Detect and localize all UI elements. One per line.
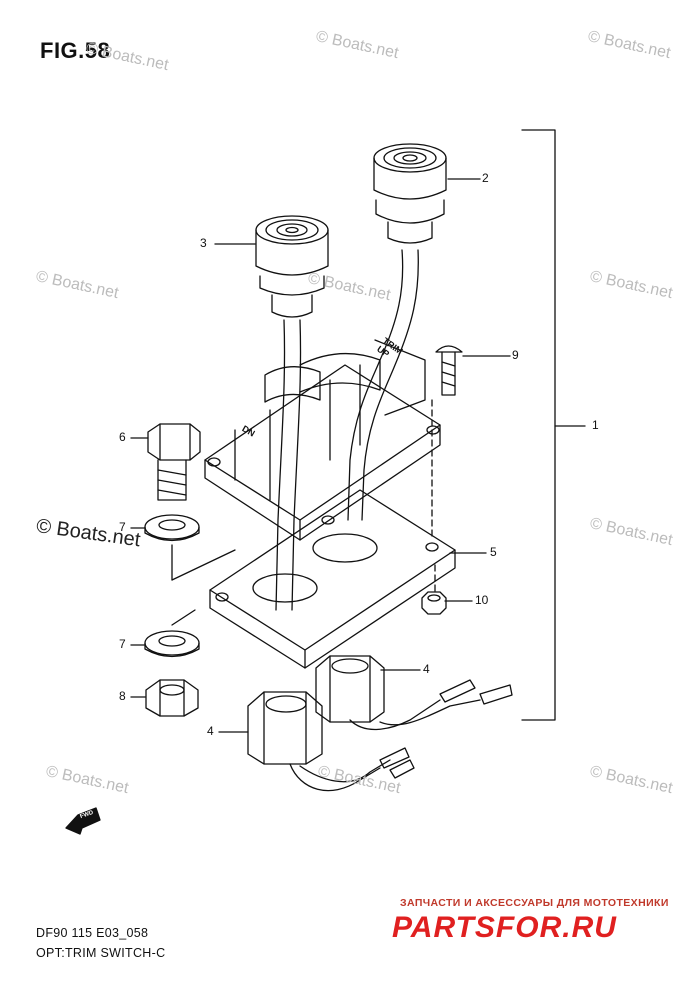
nut-small xyxy=(145,679,199,717)
callout-6: 6 xyxy=(119,430,126,444)
mounting-plate xyxy=(209,489,456,669)
callout-4-right: 4 xyxy=(423,662,430,676)
assembly-bracket xyxy=(521,129,556,721)
bolt xyxy=(147,423,201,501)
ring-nut-left xyxy=(247,691,323,765)
callout-1: 1 xyxy=(592,418,599,432)
callout-5: 5 xyxy=(490,545,497,559)
callout-8: 8 xyxy=(119,689,126,703)
callout-2: 2 xyxy=(482,171,489,185)
brand-logo: PARTSFOR.RU xyxy=(392,911,617,944)
callout-7-upper: 7 xyxy=(119,520,126,534)
figure-title: FIG.58 xyxy=(40,38,111,63)
brand-tagline: ЗАПЧАСТИ И АКСЕССУАРЫ ДЛЯ МОТОТЕХНИКИ xyxy=(400,897,669,909)
nut-10 xyxy=(421,591,447,615)
callout-3: 3 xyxy=(200,236,207,250)
fwd-arrow xyxy=(65,807,101,835)
ring-nut-right xyxy=(315,655,385,723)
callout-9: 9 xyxy=(512,348,519,362)
washer-upper xyxy=(144,514,200,542)
washer-lower xyxy=(144,630,200,658)
model-code: DF90 115 E03_058 xyxy=(36,926,149,940)
figure-caption: OPT:TRIM SWITCH-C xyxy=(36,946,166,960)
callout-4-left: 4 xyxy=(207,724,214,738)
trim-switch-upper xyxy=(347,143,447,521)
screw xyxy=(435,345,463,396)
callout-10: 10 xyxy=(475,593,489,607)
callout-7-lower: 7 xyxy=(119,637,126,651)
switch-holder xyxy=(204,339,441,541)
trim-switch-lower xyxy=(255,215,329,611)
